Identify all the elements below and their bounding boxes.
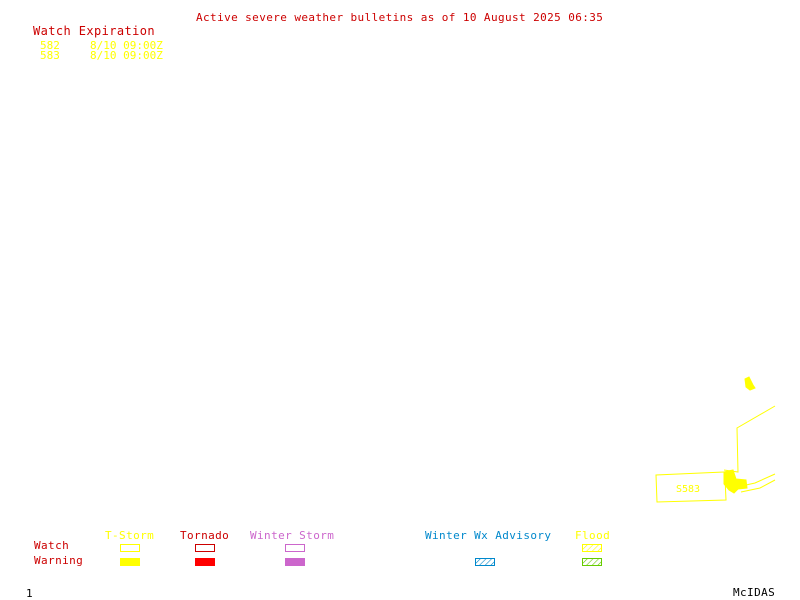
watch-outline xyxy=(736,473,776,488)
watch-id: 583 xyxy=(40,49,60,62)
watch-id: 582 xyxy=(40,39,60,52)
watch-expires: 8/10 09:00Z xyxy=(90,49,163,62)
tornado-watch-swatch xyxy=(195,544,215,552)
legend-label-tstorm: T-Storm xyxy=(105,529,155,542)
tstorm-warning-swatch xyxy=(120,558,140,566)
flood-watch-swatch xyxy=(582,544,602,552)
legend-row-warning: Warning xyxy=(34,554,84,567)
tstorm-warning-polygon xyxy=(723,469,748,494)
flood-warning-swatch xyxy=(582,558,602,566)
watch-583-outline xyxy=(655,471,727,503)
legend-label-flood: Flood xyxy=(575,529,611,542)
bulletin-title: Active severe weather bulletins as of 10… xyxy=(196,11,604,24)
winter-advisory-warning-swatch xyxy=(475,558,495,566)
watch-expiration-list: 582 8/10 09:00Z 583 8/10 09:00Z xyxy=(40,39,163,62)
legend-label-tornado: Tornado xyxy=(180,529,230,542)
mcidas-brand: McIDAS xyxy=(733,586,776,599)
watch-outline xyxy=(723,405,776,473)
winter-storm-watch-swatch xyxy=(285,544,305,552)
tstorm-warning-polygon xyxy=(744,376,756,391)
legend-row-watch: Watch xyxy=(34,539,70,552)
tstorm-watch-swatch xyxy=(120,544,140,552)
legend-label-winter-storm: Winter Storm xyxy=(250,529,335,542)
watch-expires: 8/10 09:00Z xyxy=(90,39,163,52)
legend-label-winter-advisory: Winter Wx Advisory xyxy=(425,529,552,542)
watch-expiration-heading: Watch Expiration xyxy=(33,24,155,38)
watch-row: 582 8/10 09:00Z xyxy=(40,39,163,52)
watch-label: S583 xyxy=(676,484,700,495)
frame-number: 1 xyxy=(26,587,34,600)
tornado-warning-swatch xyxy=(195,558,215,566)
winter-storm-warning-swatch xyxy=(285,558,305,566)
watch-outline xyxy=(740,479,776,493)
watch-row: 583 8/10 09:00Z xyxy=(40,49,163,62)
